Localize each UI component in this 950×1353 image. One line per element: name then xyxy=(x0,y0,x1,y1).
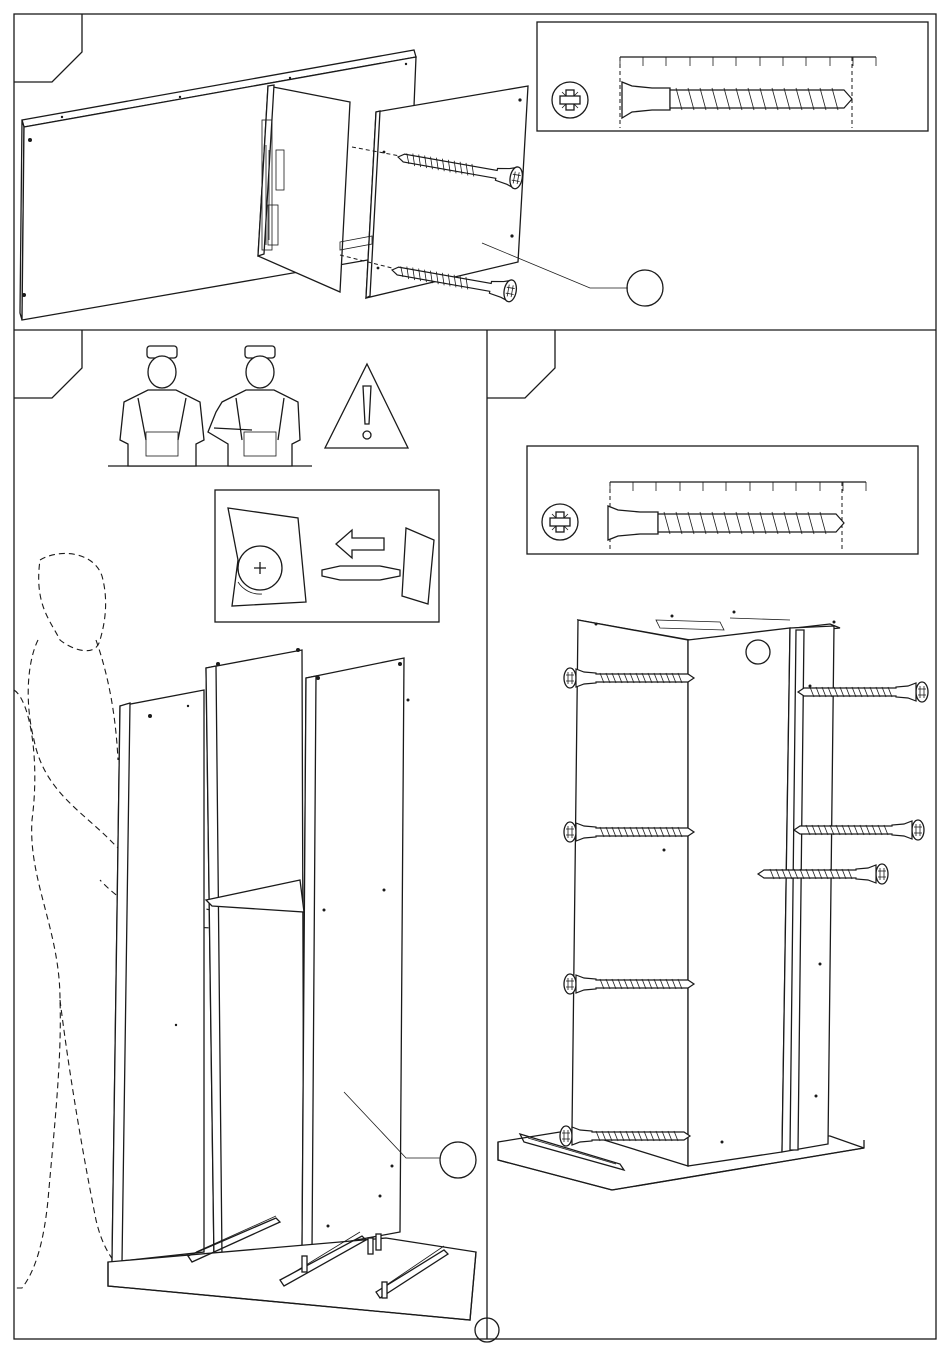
step-2-tab xyxy=(14,330,82,398)
step-2-callout xyxy=(440,1142,476,1178)
step-1-tab xyxy=(14,14,82,82)
step-3-illustration xyxy=(498,611,928,1191)
screw-detail-icon xyxy=(552,82,588,118)
step-2-illustration xyxy=(14,553,476,1320)
two-person-assembly-icon xyxy=(108,346,312,466)
step-1-callout xyxy=(627,270,663,306)
step-3-tab xyxy=(487,330,555,398)
screw-detail-icon xyxy=(542,504,578,540)
screw-detail-box-2 xyxy=(527,446,918,554)
screwdriver-direction-icon xyxy=(215,490,439,622)
warning-triangle-icon xyxy=(325,364,408,448)
screw-detail-box-1 xyxy=(537,22,928,131)
